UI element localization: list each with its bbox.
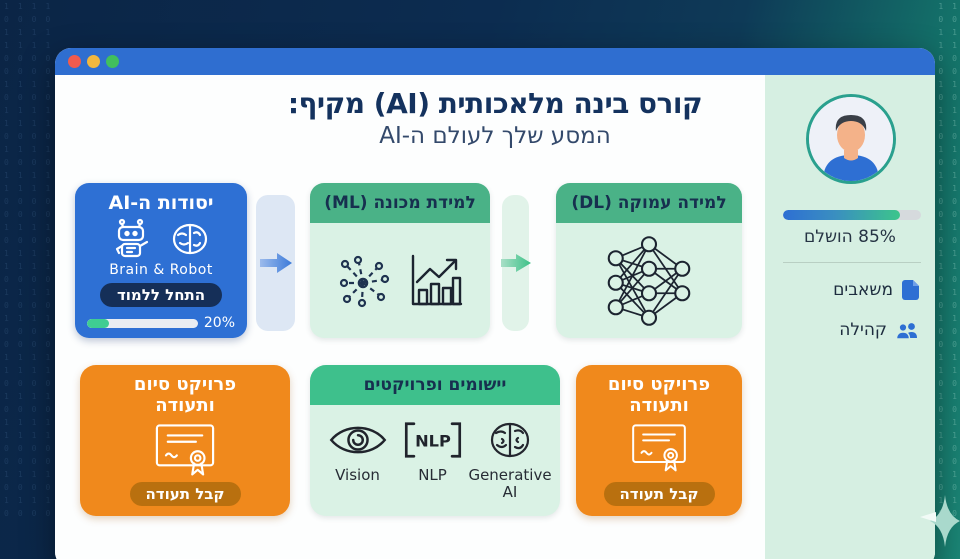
profile-progress-label: 85% הושלם	[804, 227, 896, 247]
app-window: קורס בינה מלאכותית (AI) מקיף: המסע שלך ל…	[55, 48, 935, 559]
arrow-right-icon	[259, 250, 292, 276]
minimize-button[interactable]	[87, 55, 100, 68]
application-label: Generative AI	[468, 466, 552, 501]
foundations-progress-track	[87, 318, 198, 328]
neural-network-icon	[597, 232, 701, 330]
certificate-title: פרויקט סיום ותעודה	[133, 374, 237, 416]
foundations-progress: 20%	[87, 315, 235, 331]
maximize-button[interactable]	[106, 55, 119, 68]
scatter-network-icon	[335, 253, 391, 309]
sidebar-divider	[783, 262, 921, 263]
card-deep-learning[interactable]: למידה עמוקה (DL)	[556, 183, 742, 338]
generative-brain-icon	[486, 419, 534, 461]
window-body: קורס בינה מלאכותית (AI) מקיף: המסע שלך ל…	[55, 75, 935, 559]
sidebar-item-label: קהילה	[839, 320, 887, 340]
foundations-progress-label: 20%	[203, 315, 235, 331]
card-machine-learning[interactable]: למידת מכונה (ML)	[310, 183, 490, 338]
window-titlebar	[55, 48, 935, 75]
bar-chart-growth-icon	[405, 252, 465, 310]
sidebar: 85% הושלם משאבים	[765, 75, 935, 559]
applications-title: יישומים ופרויקטים	[310, 365, 560, 405]
card-foundations[interactable]: יסודות ה-AI	[75, 183, 247, 338]
svg-text:NLP: NLP	[415, 432, 451, 451]
binary-pattern-left: 1 0 1 1 0 0 1 0 1 1 0 1 0 1 1 0 0 1 0 1 …	[4, 2, 51, 518]
close-button[interactable]	[68, 55, 81, 68]
certificate-icon	[629, 420, 689, 474]
brain-icon	[168, 219, 212, 259]
flow-arrow-2	[500, 195, 531, 331]
application-label: NLP	[418, 466, 447, 484]
arrow-right-icon	[500, 251, 531, 275]
users-icon	[896, 322, 919, 339]
application-vision[interactable]: Vision	[320, 419, 395, 484]
foundations-title: יסודות ה-AI	[108, 192, 214, 214]
page-subtitle: המסע שלך לעולם ה-AI	[379, 123, 611, 149]
application-nlp[interactable]: NLP NLP	[395, 419, 470, 484]
robot-icon	[110, 217, 152, 261]
page-title: קורס בינה מלאכותית (AI) מקיף:	[287, 87, 703, 120]
card-applications[interactable]: יישומים ופרויקטים Vision	[310, 365, 560, 516]
card-certificate-left[interactable]: פרויקט סיום ותעודה קבל תעודה	[80, 365, 290, 516]
flow-arrow-1	[256, 195, 295, 331]
certificate-title: פרויקט סיום ותעודה	[607, 374, 711, 416]
profile-progress-fill	[783, 210, 901, 220]
binary-pattern-right: 1 0 1 1 0 0 1 0 1 1 0 1 0 1 1 0 0 1 0 1 …	[938, 2, 957, 518]
foundations-caption: Brain & Robot	[109, 262, 213, 278]
course-header: קורס בינה מלאכותית (AI) מקיף: המסע שלך ל…	[55, 87, 935, 149]
dl-title: למידה עמוקה (DL)	[556, 183, 742, 223]
certificate-icon	[152, 420, 218, 478]
document-icon	[902, 280, 919, 300]
sidebar-item-resources[interactable]: משאבים	[781, 276, 919, 304]
application-generative-ai[interactable]: Generative AI	[468, 419, 552, 501]
sparkle-icon	[930, 495, 960, 547]
nlp-brackets-icon: NLP	[400, 419, 466, 461]
ml-title: למידת מכונה (ML)	[310, 183, 490, 223]
get-certificate-button[interactable]: קבל תעודה	[603, 482, 715, 506]
avatar[interactable]	[806, 94, 896, 184]
sidebar-item-label: משאבים	[833, 280, 893, 300]
get-certificate-button[interactable]: קבל תעודה	[129, 482, 241, 506]
foundations-progress-fill	[87, 318, 110, 328]
sidebar-item-community[interactable]: קהילה	[781, 316, 919, 344]
card-certificate-right[interactable]: פרויקט סיום ותעודה קבל תעודה	[576, 365, 742, 516]
application-label: Vision	[335, 466, 380, 484]
sparkle-glint-icon	[920, 510, 936, 524]
start-learning-button[interactable]: התחל ללמוד	[99, 283, 223, 307]
profile-progress-track	[783, 210, 921, 220]
eye-icon	[327, 419, 389, 461]
